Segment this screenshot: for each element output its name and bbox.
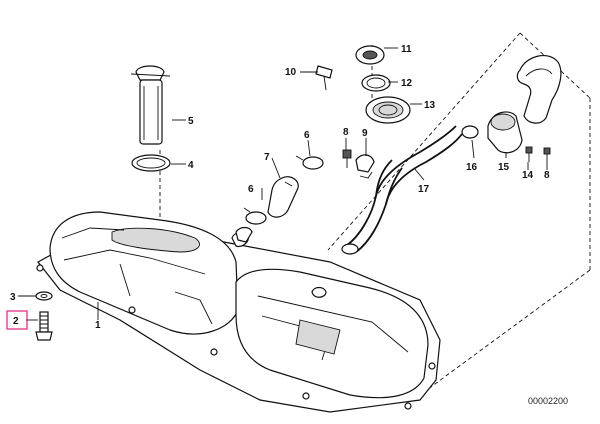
callout-1: 1 <box>95 320 101 331</box>
vent-hose-assembly <box>235 155 324 243</box>
callout-14: 14 <box>522 170 534 181</box>
callout-16: 16 <box>466 162 478 173</box>
callout-11: 11 <box>401 44 412 55</box>
screw-10 <box>315 65 333 91</box>
document-number: 00002200 <box>528 396 568 406</box>
filler-neck <box>461 54 562 164</box>
callout-13: 13 <box>424 100 436 111</box>
callout-6a: 6 <box>304 130 310 141</box>
callout-15: 15 <box>498 162 510 173</box>
bolt-8-left <box>342 149 352 168</box>
callout-7: 7 <box>264 152 270 163</box>
sender-gasket <box>131 154 171 172</box>
callout-3: 3 <box>10 292 16 303</box>
callout-8a: 8 <box>343 127 349 138</box>
filler-cap-assembly <box>355 45 411 124</box>
bolt-2-washer-3 <box>35 291 53 341</box>
callout-12: 12 <box>401 78 413 89</box>
bracket-clip <box>355 154 375 179</box>
callouts: 1 2 3 4 5 6 6 7 8 8 9 10 11 12 13 14 15 … <box>10 44 550 331</box>
highlight-box-callout-2 <box>6 310 28 330</box>
callout-2: 2 <box>13 316 19 327</box>
tank-housing <box>36 211 441 413</box>
callout-10: 10 <box>285 67 297 78</box>
callout-17: 17 <box>418 184 430 195</box>
callout-9: 9 <box>362 128 368 139</box>
fuel-sender-unit <box>130 65 171 145</box>
callout-4: 4 <box>188 160 194 171</box>
filler-pipe <box>341 125 463 255</box>
callout-5: 5 <box>188 116 194 127</box>
callout-6b: 6 <box>248 184 254 195</box>
leader-lines <box>18 47 548 321</box>
callout-8b: 8 <box>544 170 550 181</box>
